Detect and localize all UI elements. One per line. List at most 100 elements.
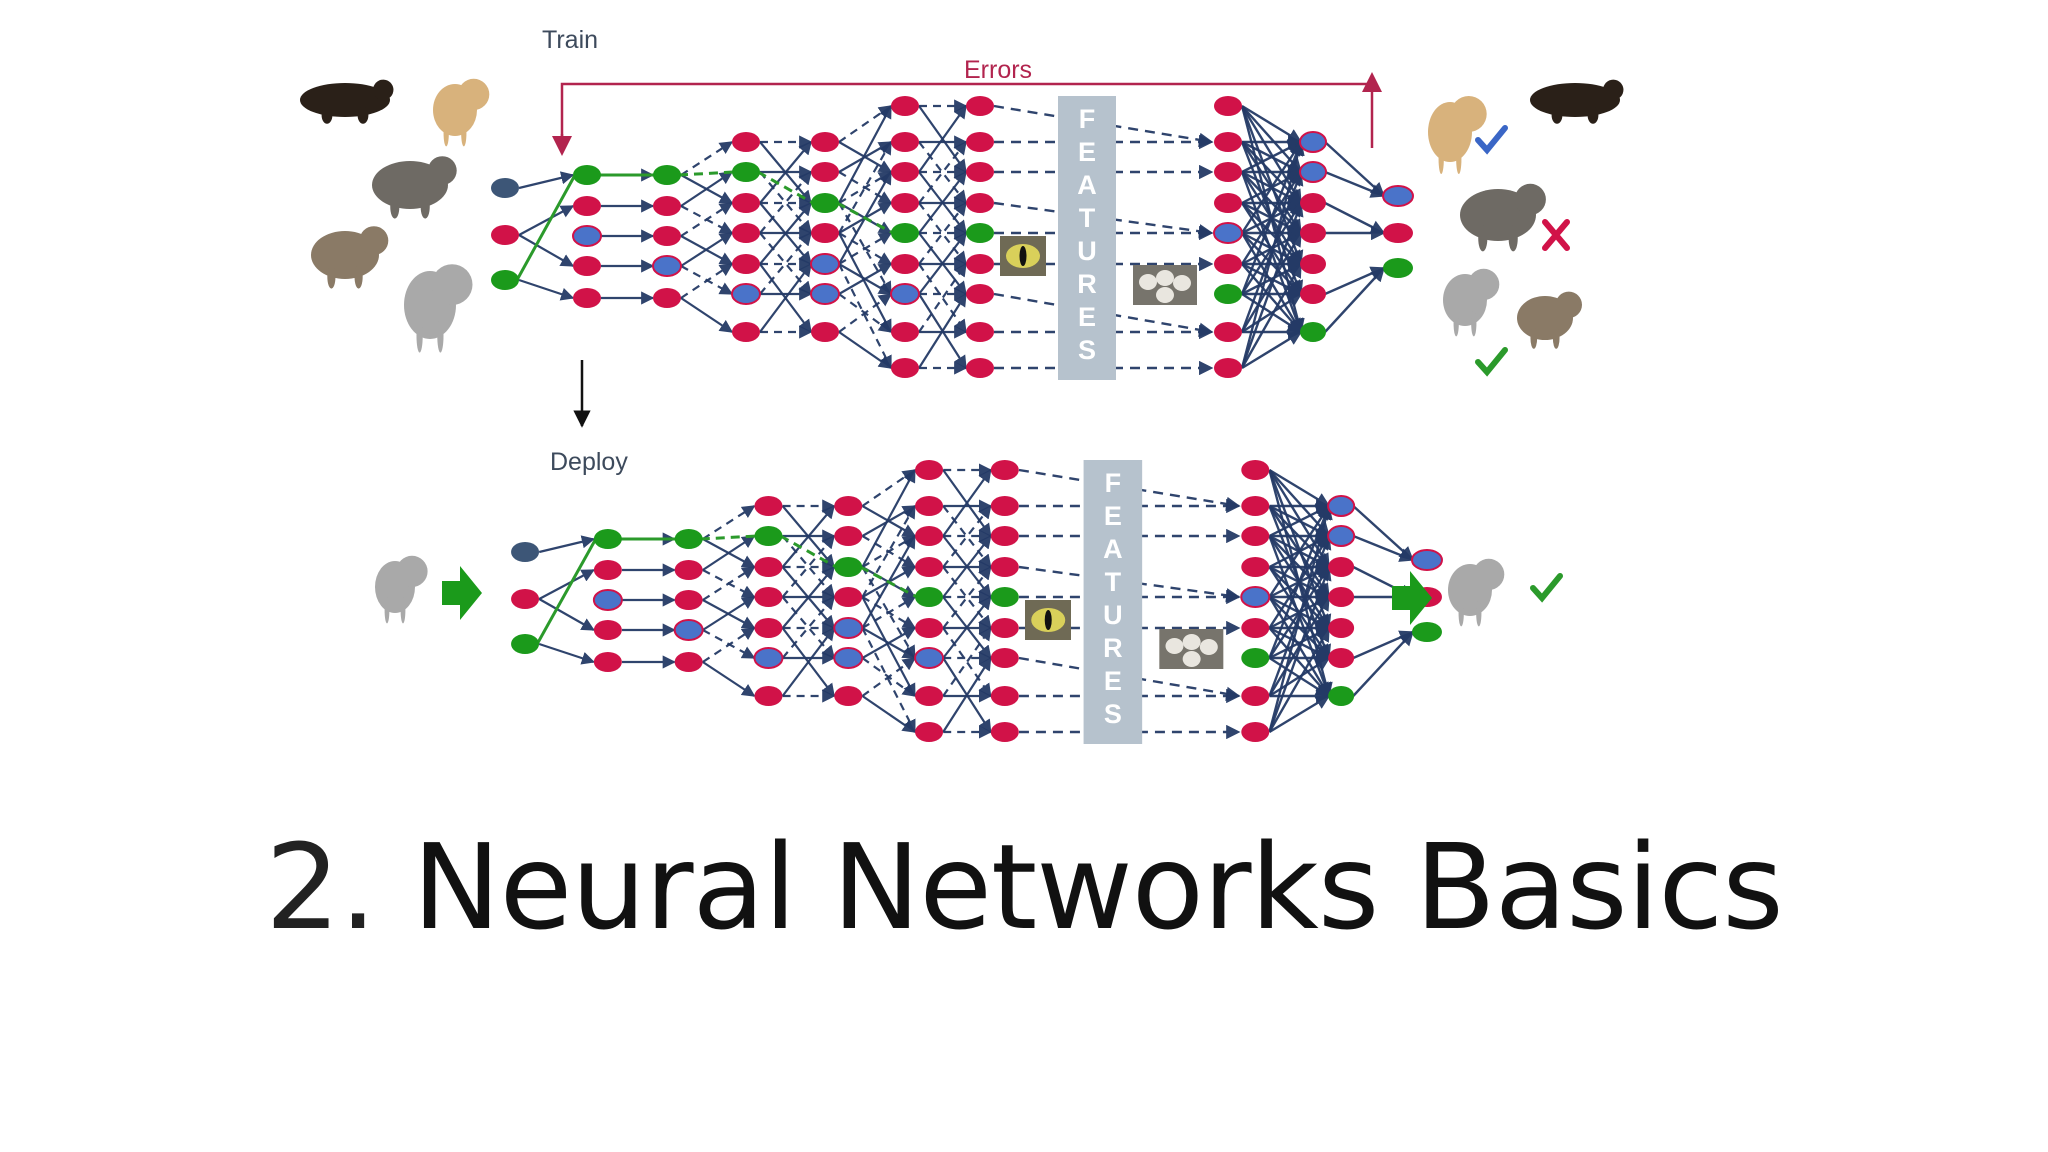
neuron-node [732, 223, 760, 243]
silver-cat-icon [1448, 558, 1505, 627]
cross-mark-icon [1542, 219, 1570, 251]
neuron-node [966, 322, 994, 342]
labrador-icon [433, 78, 490, 147]
connection [1324, 266, 1386, 296]
connection [538, 642, 595, 665]
neuron-node [915, 496, 944, 516]
neuron-node [491, 178, 519, 198]
dachshund-icon [1530, 79, 1624, 124]
neuron-node [834, 496, 863, 516]
neuron-node [491, 225, 519, 245]
neuron-node [1214, 358, 1242, 378]
connection [680, 202, 734, 237]
neuron-node [511, 542, 540, 562]
connection [538, 535, 596, 554]
neuron-node [966, 193, 994, 213]
connection [1240, 140, 1305, 369]
network-connections [535, 463, 1415, 740]
connection [518, 234, 575, 267]
neuron-node [1299, 131, 1327, 153]
connection [759, 201, 812, 265]
connection [1241, 330, 1303, 370]
neuron-node [1410, 549, 1443, 571]
neuron-node [1214, 162, 1242, 182]
connection [838, 104, 892, 204]
neuron-node [1328, 686, 1355, 706]
cat-eye-feature-icon [1025, 600, 1071, 640]
features-letter: A [1103, 534, 1123, 564]
connection [1352, 630, 1414, 697]
connection [861, 627, 916, 734]
neuron-node [915, 686, 944, 706]
features-band [1058, 96, 1116, 380]
neuron-node [653, 165, 681, 185]
paw-feature-icon [1133, 265, 1197, 305]
connection [838, 263, 892, 370]
neuron-node [1300, 193, 1326, 213]
connection [861, 657, 916, 697]
deploy-label: Deploy [550, 448, 628, 476]
neuron-node [1383, 223, 1413, 243]
connection [759, 140, 812, 204]
neuron-node [891, 322, 919, 342]
labrador-icon [1428, 96, 1487, 174]
highlight-path [700, 534, 757, 541]
silver-cat-icon [375, 555, 428, 624]
neuron-node [653, 226, 681, 246]
connection [861, 535, 917, 568]
neuron-node [915, 557, 944, 577]
neuron-node [915, 618, 944, 638]
features-letter: E [1078, 137, 1096, 167]
neuron-node [834, 587, 863, 607]
neuron-node [754, 686, 783, 706]
connection [1268, 565, 1331, 659]
paw-feature-icon [1159, 629, 1224, 669]
connection [1268, 694, 1331, 734]
raccoon-icon [1460, 183, 1546, 252]
features-letter: T [1105, 567, 1122, 597]
cat-eye-feature-icon [1000, 236, 1046, 276]
neuron-node [811, 162, 839, 182]
features-letter: R [1103, 633, 1123, 663]
features-letter: S [1104, 699, 1122, 729]
neuron-node [732, 162, 760, 182]
neuron-node [891, 254, 919, 274]
neuron-node [834, 557, 863, 577]
connection [1268, 565, 1332, 733]
neuron-node [491, 270, 519, 290]
highlight-path [757, 170, 814, 205]
neuron-node [1300, 254, 1326, 274]
neuron-node [891, 223, 919, 243]
neuron-node [511, 589, 540, 609]
neuron-node [891, 162, 919, 182]
neuron-node [1241, 686, 1270, 706]
connection [680, 263, 734, 299]
neuron-node [891, 132, 919, 152]
neuron-node [990, 648, 1019, 668]
neuron-node [915, 460, 944, 480]
neuron-node [1241, 648, 1270, 668]
neuron-node [593, 652, 622, 672]
connection [538, 569, 595, 600]
connection [702, 505, 756, 540]
neuron-node [732, 193, 760, 213]
connection [861, 468, 916, 568]
silver-cat-icon [404, 264, 473, 353]
neuron-node [990, 557, 1019, 577]
connection [680, 171, 734, 207]
neuron-node [1299, 161, 1327, 183]
connection [759, 262, 812, 333]
diagram-annotations [300, 72, 1624, 627]
connection [781, 626, 835, 697]
highlight-path [779, 534, 837, 569]
neuron-node [1214, 254, 1242, 274]
connection [942, 534, 992, 598]
connection [781, 565, 835, 629]
connection [918, 231, 967, 295]
neuron-node [990, 686, 1019, 706]
connection [702, 627, 756, 663]
connection [838, 293, 893, 333]
connection [861, 596, 917, 629]
